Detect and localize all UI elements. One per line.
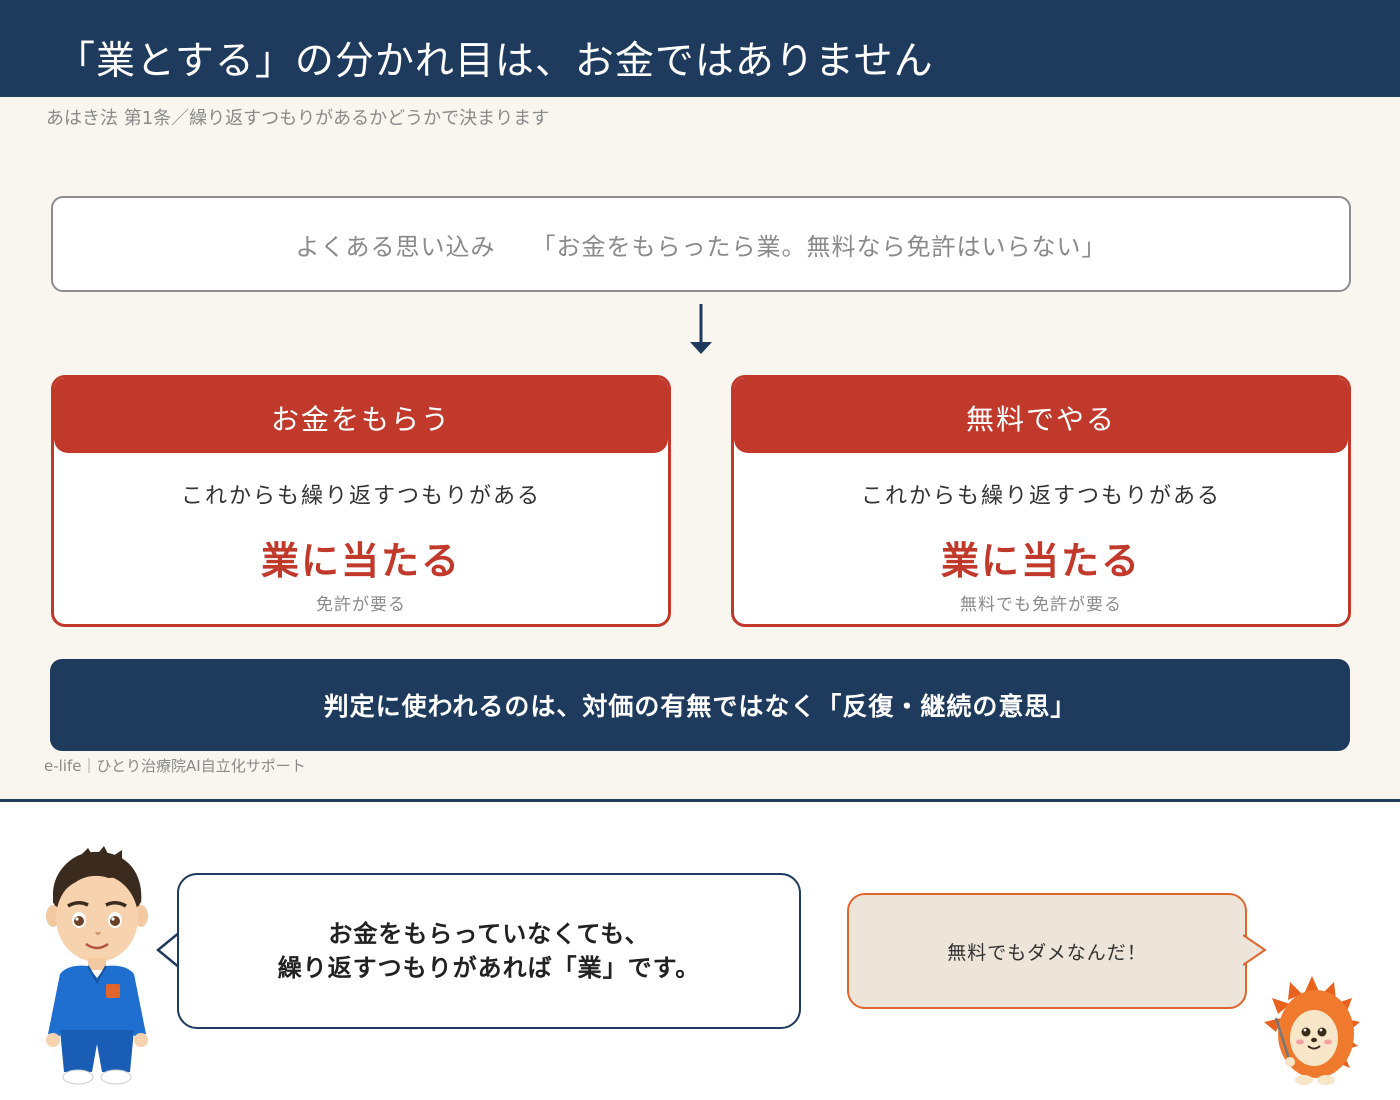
speech-tail-icon (156, 931, 180, 969)
doctor-line-1: お金をもらっていなくても、 (328, 920, 650, 948)
mascot-speech-bubble: 無料でもダメなんだ！ (847, 893, 1247, 1009)
doctor-line-2: 繰り返すつもりがあれば「業」です。 (277, 954, 701, 982)
hedgehog-mascot-icon (1264, 976, 1360, 1085)
speech-tail-icon (1243, 934, 1267, 966)
page-title: 「業とする」の分かれ目は、お金ではありません (56, 39, 934, 84)
section-divider (0, 799, 1400, 802)
mascot-line: 無料でもダメなんだ！ (947, 941, 1147, 964)
card-paid: お金をもらう これからも繰り返すつもりがある 業に当たる 免許が要る (51, 375, 671, 627)
doctor-avatar-icon (46, 846, 148, 1085)
down-arrow-icon (690, 304, 712, 354)
card-paid-header: お金をもらう (54, 378, 668, 453)
card-free: 無料でやる これからも繰り返すつもりがある 業に当たる 無料でも免許が要る (731, 375, 1351, 627)
card-paid-verdict: 業に当たる (260, 539, 461, 583)
conclusion-banner: 判定に使われるのは、対価の有無ではなく「反復・継続の意思」 (50, 659, 1350, 751)
card-free-condition: これからも繰り返すつもりがある (860, 484, 1221, 509)
footer-credit: e-life｜ひとり治療院AI自立化サポート (44, 757, 306, 775)
card-paid-condition: これからも繰り返すつもりがある (180, 484, 541, 509)
misconception-box: よくある思い込み 「お金をもらったら業。無料なら免許はいらない」 (51, 196, 1351, 292)
slide: 「業とする」の分かれ目は、お金ではありません あはき法 第1条／繰り返すつもりが… (0, 0, 1400, 800)
page-subtitle: あはき法 第1条／繰り返すつもりがあるかどうかで決まります (46, 108, 550, 129)
card-free-header: 無料でやる (734, 378, 1348, 453)
card-free-note: 無料でも免許が要る (960, 595, 1122, 615)
doctor-speech-bubble: お金をもらっていなくても、 繰り返すつもりがあれば「業」です。 (177, 873, 801, 1029)
card-free-verdict: 業に当たる (940, 539, 1141, 583)
misconception-quote: 「お金をもらったら業。無料なら免許はいらない」 (531, 232, 1107, 261)
card-paid-note: 免許が要る (316, 595, 406, 615)
misconception-label: よくある思い込み (295, 232, 496, 261)
title-bar: 「業とする」の分かれ目は、お金ではありません (0, 0, 1400, 97)
